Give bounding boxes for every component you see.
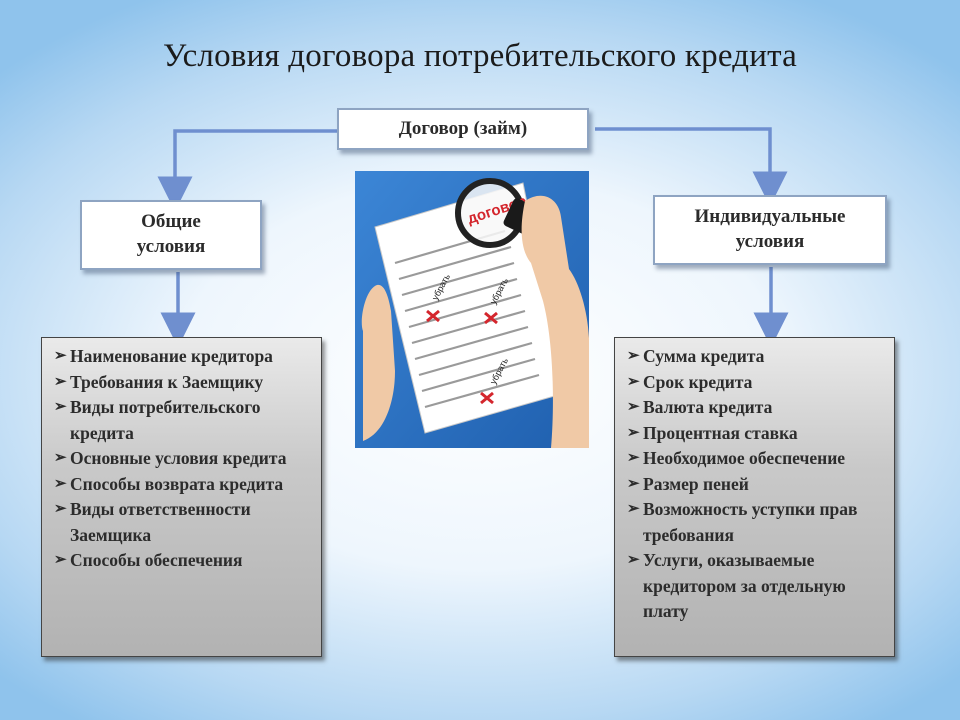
individual-conditions-line2: условия <box>735 231 805 252</box>
general-condition-item-text: Виды ответственности Заемщика <box>70 499 251 545</box>
individual-condition-item: ➢Услуги, оказываемые кредитором за отдел… <box>627 548 884 625</box>
individual-condition-item-text: Необходимое обеспечение <box>643 448 846 468</box>
arrow-check-icon: ➢ <box>54 348 67 364</box>
arrow-check-icon: ➢ <box>54 475 67 492</box>
arrow-check-icon: ➢ <box>627 475 640 492</box>
individual-condition-item-text: Срок кредита <box>643 371 753 392</box>
connector-root-to-left <box>157 129 337 212</box>
contract-box-label: Договор (займ) <box>398 117 528 139</box>
individual-condition-item-text: Возможность уступки прав требования <box>643 499 858 545</box>
arrow-check-icon: ➢ <box>627 348 640 364</box>
individual-condition-item: ➢Возможность уступки прав требования <box>627 497 884 548</box>
general-condition-item: ➢Требования к Заемщику <box>54 370 311 396</box>
arrow-check-icon: ➢ <box>627 424 640 441</box>
general-condition-item: ➢Основные условия кредита <box>54 446 311 472</box>
arrow-check-icon: ➢ <box>54 373 67 390</box>
connector-root-to-right <box>595 127 788 207</box>
arrow-check-icon: ➢ <box>54 450 67 466</box>
general-condition-item: ➢Наименование кредитора <box>54 344 311 370</box>
individual-condition-item-text: Процентная ставка <box>643 422 798 443</box>
general-condition-item: ➢ Виды ответственности Заемщика <box>54 497 311 548</box>
arrow-check-icon: ➢ <box>627 373 640 390</box>
general-condition-item: ➢Способы возврата кредита <box>54 472 311 498</box>
arrow-check-icon: ➢ <box>54 399 67 415</box>
individual-conditions-list: ➢Сумма кредита➢Срок кредита➢Валюта креди… <box>614 337 895 657</box>
general-conditions-list: ➢Наименование кредитора➢Требования к Зае… <box>41 337 322 657</box>
individual-condition-item-text: Услуги, оказываемые кредитором за отдель… <box>643 550 846 621</box>
individual-condition-item-text: Валюта кредита <box>643 397 773 417</box>
arrow-check-icon: ➢ <box>54 501 67 517</box>
general-condition-item: ➢Способы обеспечения <box>54 548 311 574</box>
general-condition-item-text: Наименование кредитора <box>70 346 273 366</box>
general-condition-item-text: Основные условия кредита <box>70 448 287 468</box>
arrow-check-icon: ➢ <box>627 450 640 466</box>
arrow-check-icon: ➢ <box>627 552 640 568</box>
arrow-check-icon: ➢ <box>54 552 67 568</box>
general-condition-item-text: Требования к Заемщику <box>70 371 264 392</box>
arrow-check-icon: ➢ <box>627 501 640 517</box>
general-condition-item-text: Виды потребительского кредита <box>70 397 261 443</box>
individual-condition-item: ➢Срок кредита <box>627 370 884 396</box>
individual-condition-item: ➢Размер пеней <box>627 472 884 498</box>
general-conditions-box: Общие условия <box>80 200 262 270</box>
individual-conditions-line1: Индивидуальные <box>694 206 846 228</box>
individual-condition-item: ➢Процентная ставка <box>627 421 884 447</box>
general-condition-item-text: Способы возврата кредита <box>70 473 284 494</box>
general-condition-item-text: Способы обеспечения <box>70 550 243 570</box>
contract-box: Договор (займ) <box>337 108 589 150</box>
general-condition-item: ➢Виды потребительского кредита <box>54 395 311 446</box>
slide-title: Условия договора потребительского кредит… <box>162 38 797 74</box>
individual-conditions-box: Индивидуальные условия <box>653 195 887 265</box>
general-conditions-line1: Общие <box>141 211 201 233</box>
general-conditions-line2: условия <box>136 236 206 257</box>
individual-condition-item: ➢Необходимое обеспечение <box>627 446 884 472</box>
individual-condition-item-text: Сумма кредита <box>643 346 765 366</box>
contract-magnifier-picture: убрать убрать убрать договор <box>355 171 589 448</box>
individual-condition-item: ➢Сумма кредита <box>627 344 884 370</box>
individual-condition-item-text: Размер пеней <box>643 473 749 494</box>
individual-condition-item: ➢Валюта кредита <box>627 395 884 421</box>
arrow-check-icon: ➢ <box>627 399 640 415</box>
